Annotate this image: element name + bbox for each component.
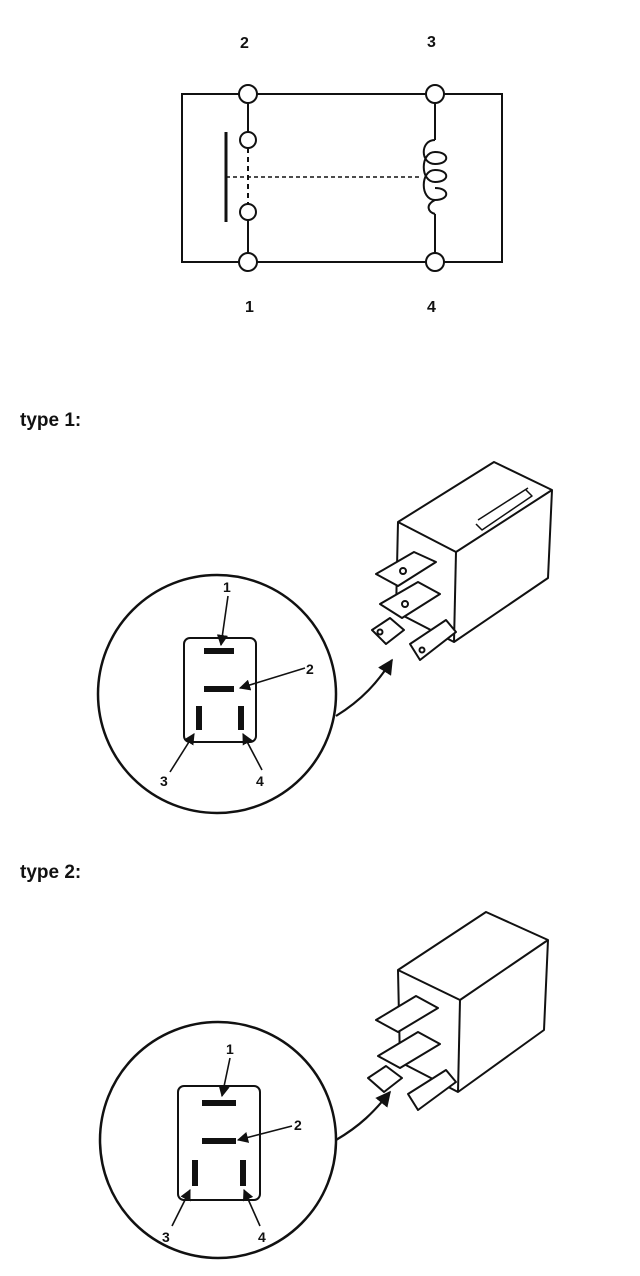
type-2-connector-view bbox=[98, 1020, 391, 1260]
type-1-connector-view bbox=[96, 573, 393, 815]
type-1-pin-label-4: 4 bbox=[256, 773, 264, 789]
type-2-pointer-1 bbox=[218, 1057, 231, 1098]
type-1-pointer-1 bbox=[216, 595, 229, 647]
type-2-title: type 2: bbox=[20, 862, 82, 883]
type-2-pointer-3 bbox=[171, 1188, 191, 1227]
type-1-slot-2 bbox=[204, 686, 234, 692]
schematic-frame bbox=[181, 93, 503, 263]
type-1-pointer-2 bbox=[238, 667, 306, 691]
type-1-curved-arrow bbox=[335, 658, 393, 717]
type-2-slot-2 bbox=[202, 1138, 236, 1144]
coil bbox=[422, 139, 448, 202]
type-1-relay-body bbox=[371, 461, 553, 661]
switch-contact-top bbox=[239, 131, 257, 149]
type-2-curved-arrow bbox=[335, 1090, 391, 1141]
switch-contact-bottom bbox=[239, 203, 257, 221]
type-2-pin-label-2: 2 bbox=[294, 1117, 302, 1133]
type-1-magnifier-circle bbox=[96, 573, 338, 815]
relay-schematic bbox=[181, 84, 503, 272]
terminal-label-4: 4 bbox=[427, 299, 436, 316]
type-2-pin-label-3: 3 bbox=[162, 1229, 170, 1245]
type-2-relay-body bbox=[367, 911, 549, 1111]
type-2-slot-4 bbox=[240, 1160, 246, 1186]
type-1-slot-1 bbox=[204, 648, 234, 654]
terminal-3 bbox=[425, 84, 445, 104]
type-1-title: type 1: bbox=[20, 410, 82, 431]
terminal-1 bbox=[238, 252, 258, 272]
type-2-slot-3 bbox=[192, 1160, 198, 1186]
type-1-pointer-4 bbox=[242, 733, 263, 771]
type-2-pointer-4 bbox=[242, 1188, 261, 1227]
type-2-pin-label-4: 4 bbox=[258, 1229, 266, 1245]
type-1-slot-4 bbox=[238, 706, 244, 730]
terminal-2 bbox=[238, 84, 258, 104]
terminal-label-2: 2 bbox=[240, 35, 249, 52]
type-1-pointer-3 bbox=[169, 733, 195, 773]
type-2-slot-1 bbox=[202, 1100, 236, 1106]
terminal-4 bbox=[425, 252, 445, 272]
terminal-label-1: 1 bbox=[245, 299, 254, 316]
type-2-pin-label-1: 1 bbox=[226, 1041, 234, 1057]
type-2-pointer-2 bbox=[236, 1125, 293, 1143]
terminal-label-3: 3 bbox=[427, 34, 436, 51]
type-1-pin-label-1: 1 bbox=[223, 579, 231, 595]
type-1-pin-label-3: 3 bbox=[160, 773, 168, 789]
type-1-slot-3 bbox=[196, 706, 202, 730]
type-1-pin-label-2: 2 bbox=[306, 661, 314, 677]
